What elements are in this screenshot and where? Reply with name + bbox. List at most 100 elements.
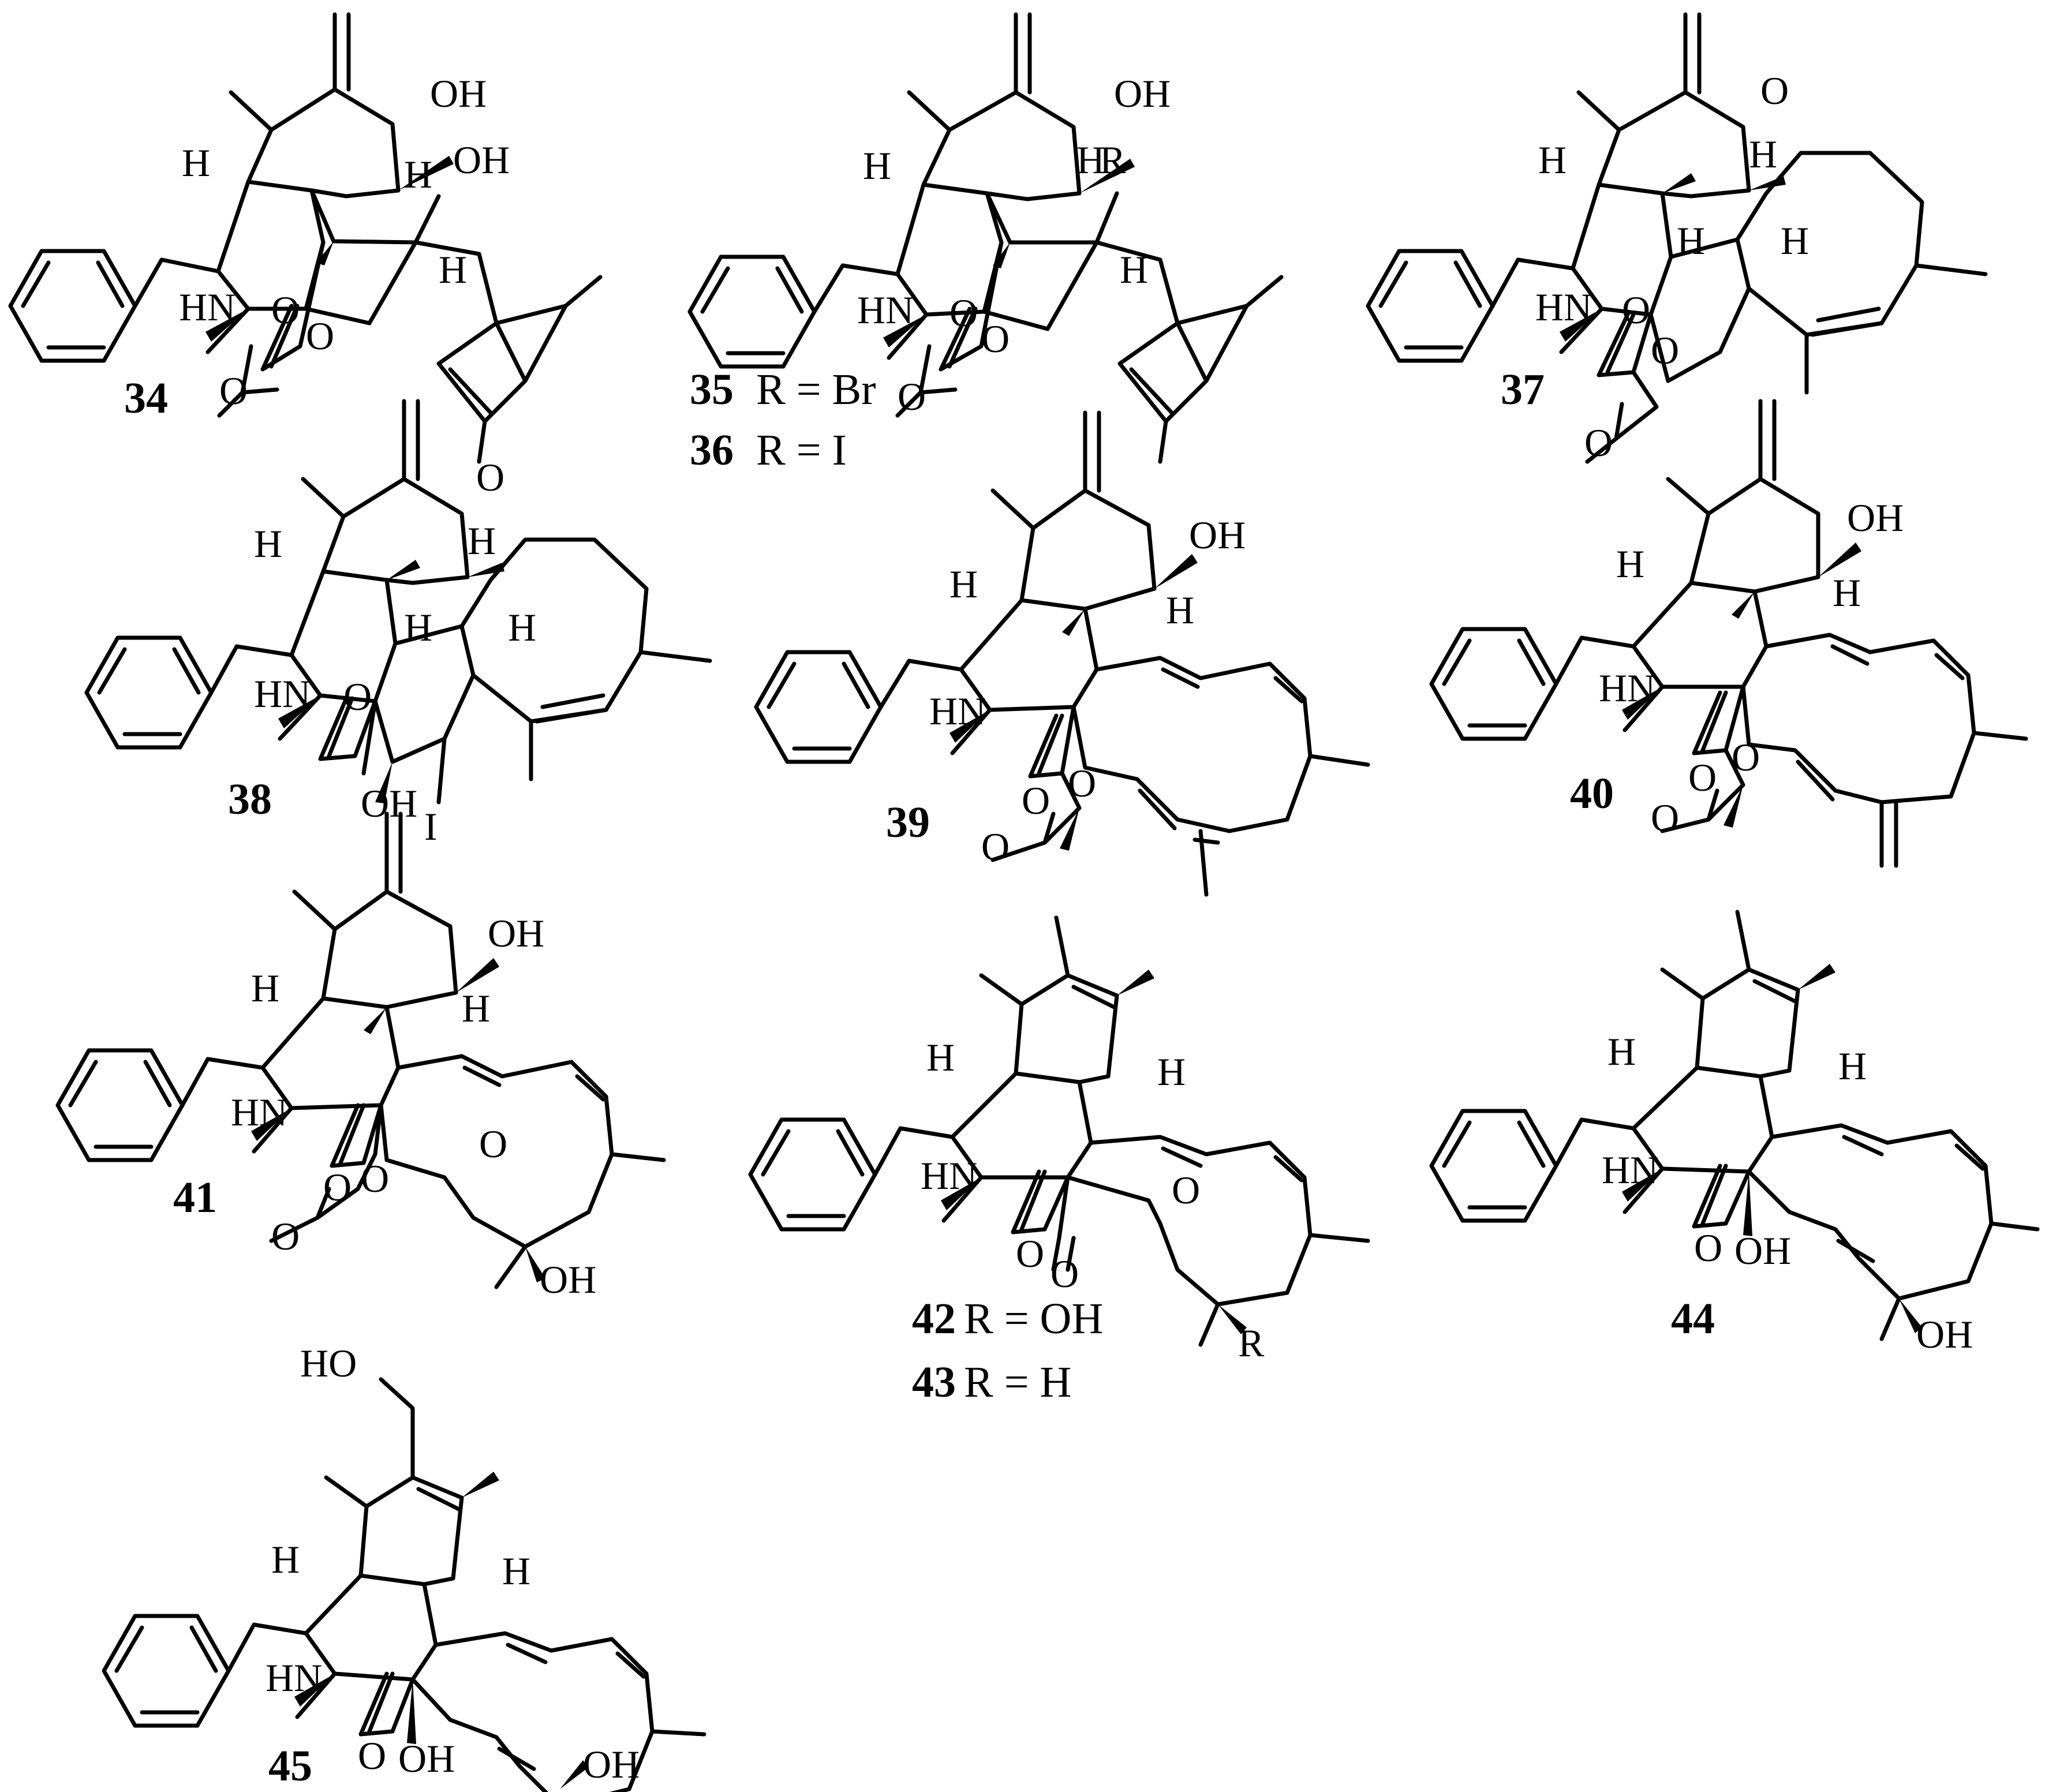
structure-37: O H H H H HN O O O 37 <box>1366 12 1988 465</box>
label-h: H <box>1120 248 1148 291</box>
label-o: O <box>323 1165 352 1209</box>
label-h: H <box>1781 219 1809 263</box>
label-oh: OH <box>1114 72 1171 115</box>
structure-44: H H HN O OH OH 44 <box>1429 910 2040 1356</box>
label-i: I <box>424 805 438 848</box>
label-h: H <box>251 966 279 1010</box>
compound-number: 35 <box>690 365 734 414</box>
compound-number: 34 <box>124 374 168 422</box>
label-h: H <box>1157 1050 1186 1094</box>
label-hn: HN <box>266 1656 322 1700</box>
label-h: H <box>1838 1044 1867 1088</box>
compound-number: 41 <box>173 1173 217 1222</box>
label-h: H <box>1833 571 1861 615</box>
label-oh: OH <box>398 1737 455 1780</box>
label-oh: OH <box>1916 1312 1973 1356</box>
label-h: H <box>949 562 978 606</box>
label-ho: HO <box>300 1341 357 1385</box>
label-o: O <box>949 291 978 335</box>
label-o: O <box>1172 1168 1200 1212</box>
label-o: O <box>1694 1226 1722 1270</box>
label-hn: HN <box>231 1090 287 1134</box>
label-h: H <box>468 519 496 563</box>
r-definition: R = Br <box>756 365 876 414</box>
label-oh: OH <box>540 1258 596 1301</box>
label-hn: HN <box>857 288 914 332</box>
label-hn: HN <box>1602 1148 1658 1192</box>
compound-number: 45 <box>268 1742 312 1790</box>
r-definition: R = I <box>756 426 847 474</box>
label-oh: OH <box>430 72 487 115</box>
structure-35-36: OH H H R HN O H O O 35 R = Br 36 R = I <box>687 12 1284 474</box>
label-h: H <box>271 1537 300 1581</box>
label-oh: OH <box>1189 513 1246 557</box>
label-o: O <box>981 825 1010 869</box>
compound-number: 36 <box>690 426 734 474</box>
label-hn: HN <box>1599 666 1655 710</box>
label-h: H <box>502 1549 530 1593</box>
structure-38: O H H H H HN O OH I 38 <box>84 399 712 848</box>
label-h: H <box>1538 138 1567 182</box>
label-r: R <box>1238 1321 1265 1365</box>
structure-39: OH H H HN O O O 39 <box>754 410 1370 897</box>
label-o: O <box>1622 288 1650 332</box>
label-o: O <box>898 375 926 418</box>
label-h: H <box>863 144 891 188</box>
label-oh: OH <box>488 911 544 955</box>
label-oh: OH <box>1847 496 1904 540</box>
label-h: H <box>1677 219 1705 263</box>
label-hn: HN <box>1535 285 1592 329</box>
label-hn: HN <box>179 285 235 329</box>
label-hn: HN <box>929 689 986 733</box>
label-o: O <box>1068 761 1096 805</box>
label-hn: HN <box>921 1154 977 1198</box>
label-o: O <box>1022 779 1050 822</box>
label-o: O <box>271 288 300 332</box>
label-h: H <box>462 986 490 1030</box>
label-o: O <box>1732 735 1760 779</box>
label-h: H <box>1607 1030 1636 1073</box>
label-o: O <box>361 1157 389 1200</box>
label-oh: OH <box>453 138 510 182</box>
label-h: H <box>182 141 210 185</box>
compound-number: 38 <box>228 775 272 824</box>
label-h: H <box>1616 542 1644 586</box>
structure-34: OH H OH H HN O H O O 34 <box>8 12 603 464</box>
label-o: O <box>1584 421 1613 465</box>
label-o: O <box>476 455 504 499</box>
label-o: O <box>981 317 1010 361</box>
structure-41: OH H H HN O O O O OH 41 <box>55 811 666 1301</box>
label-o: O <box>1688 755 1717 799</box>
label-h: H <box>1076 138 1105 182</box>
structure-40: OH H H HN O O O 40 <box>1429 399 2028 868</box>
label-o: O <box>1050 1252 1079 1296</box>
r-definition: R = OH <box>964 1295 1103 1343</box>
label-h: H <box>439 248 467 291</box>
label-o: O <box>1016 1232 1044 1275</box>
r-definition: R = H <box>964 1358 1071 1406</box>
label-h: H <box>508 605 536 649</box>
compound-number: 37 <box>1501 365 1545 414</box>
compound-number: 40 <box>1570 769 1614 818</box>
compound-number: 43 <box>912 1358 956 1406</box>
label-o: O <box>479 1122 507 1166</box>
label-o: O <box>219 369 248 413</box>
label-hn: HN <box>254 672 311 716</box>
label-h: H <box>1166 588 1194 632</box>
label-h: H <box>926 1035 955 1079</box>
label-o: O <box>306 314 334 358</box>
label-o: O <box>1651 796 1679 840</box>
label-h: H <box>1749 132 1777 176</box>
label-oh: OH <box>361 781 417 825</box>
label-h: H <box>254 522 282 566</box>
structure-45: HO H H HN O OH OH 45 <box>102 1341 706 1792</box>
label-h: H <box>404 605 432 649</box>
label-o: O <box>358 1734 386 1778</box>
compound-number: 44 <box>1671 1295 1715 1343</box>
compound-number: 39 <box>886 798 930 847</box>
label-o: O <box>1651 328 1679 372</box>
label-h: H <box>404 152 432 196</box>
label-oh: OH <box>1734 1229 1791 1273</box>
label-oh: OH <box>583 1742 640 1786</box>
